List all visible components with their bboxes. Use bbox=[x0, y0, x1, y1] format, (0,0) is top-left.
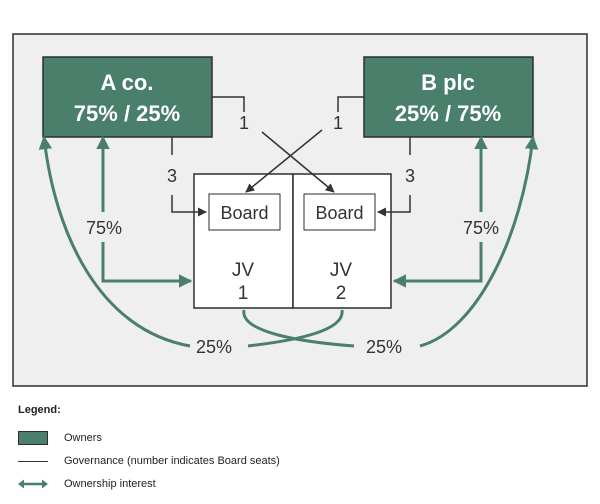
ownership-diagram: A co. 75% / 25% B plc 25% / 75% Board JV… bbox=[12, 33, 588, 387]
ownership-a-jv1-arrow bbox=[103, 137, 191, 281]
ownership-a-jv1-label: 75% bbox=[86, 218, 122, 238]
ownership-b-jv2-arrow bbox=[394, 137, 481, 281]
double-arrow-icon bbox=[18, 479, 48, 489]
owner-b-name: B plc bbox=[421, 70, 475, 95]
owners-swatch bbox=[18, 431, 48, 445]
legend-title: Legend: bbox=[18, 404, 61, 416]
owner-b-box: B plc 25% / 75% bbox=[363, 56, 534, 138]
jv1-name: JV bbox=[232, 260, 255, 281]
owner-b-split: 25% / 75% bbox=[395, 101, 501, 126]
legend: Legend: Owners Governance (number indica… bbox=[18, 404, 578, 499]
governance-a-jv2-seats: 1 bbox=[239, 113, 249, 133]
ownership-a-jv2-arrow bbox=[44, 137, 344, 348]
ownership-b-jv1-label: 25% bbox=[196, 337, 232, 357]
ownership-b-jv2-label: 75% bbox=[463, 218, 499, 238]
governance-b-jv2-seats: 3 bbox=[405, 166, 415, 186]
legend-owners-label: Owners bbox=[64, 432, 102, 444]
governance-a-jv2-line bbox=[212, 96, 334, 192]
jv1-board-box bbox=[208, 193, 281, 231]
jv1-box: Board JV 1 bbox=[193, 173, 294, 309]
governance-line-sample bbox=[18, 460, 48, 462]
jv2-name: JV bbox=[330, 260, 353, 281]
owner-a-split: 75% / 25% bbox=[74, 101, 180, 126]
legend-owners-row: Owners bbox=[18, 430, 578, 446]
legend-ownership-row: Ownership interest bbox=[18, 476, 578, 492]
governance-a-jv1-seats: 3 bbox=[167, 166, 177, 186]
ownership-b-jv1-arrow bbox=[242, 137, 533, 348]
jv1-number: 1 bbox=[238, 283, 249, 304]
jv2-board-label: Board bbox=[315, 203, 363, 223]
legend-ownership-label: Ownership interest bbox=[64, 478, 156, 490]
legend-governance-row: Governance (number indicates Board seats… bbox=[18, 453, 578, 469]
jv1-board-label: Board bbox=[220, 203, 268, 223]
governance-b-jv1-seats: 1 bbox=[333, 113, 343, 133]
ownership-a-jv2-label: 25% bbox=[366, 337, 402, 357]
governance-b-jv1-line bbox=[246, 96, 364, 192]
legend-governance-label: Governance (number indicates Board seats… bbox=[64, 455, 280, 467]
owner-a-box: A co. 75% / 25% bbox=[42, 56, 213, 138]
jv2-box: Board JV 2 bbox=[292, 173, 392, 309]
owner-a-name: A co. bbox=[101, 70, 154, 95]
jv2-number: 2 bbox=[336, 283, 347, 304]
